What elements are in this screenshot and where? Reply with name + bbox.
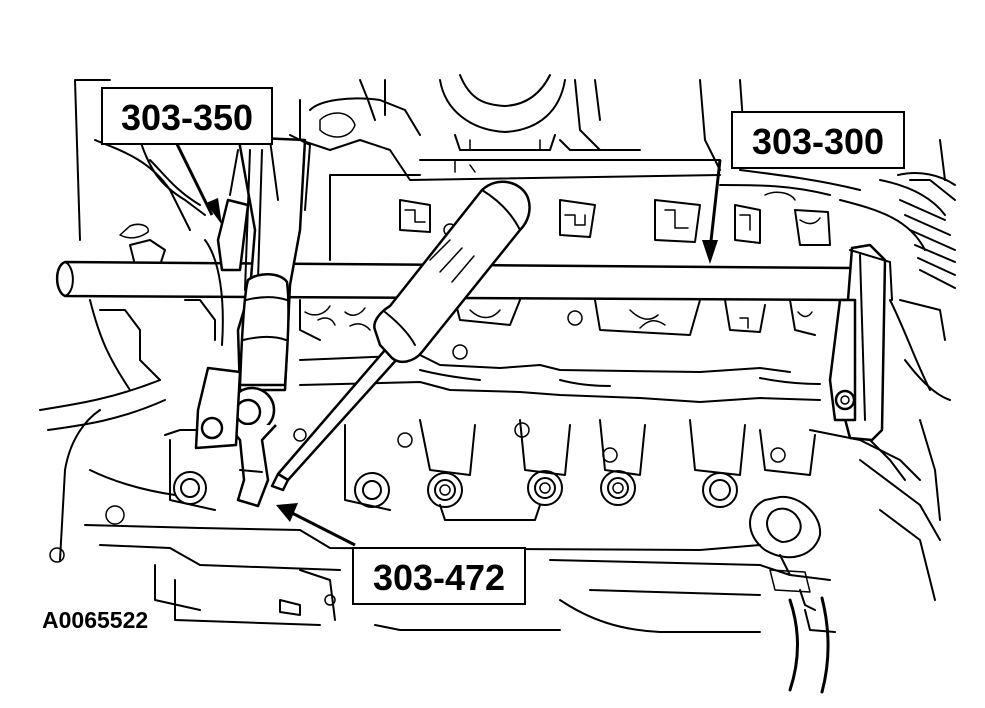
sprocket-holding-tool <box>194 133 311 508</box>
label-303-472-text: 303-472 <box>373 557 505 598</box>
spark-plug-bore-1 <box>173 471 207 505</box>
engine-cylinder-head-linework <box>39 74 956 694</box>
label-303-350-text: 303-350 <box>121 97 253 138</box>
figure-reference-code: A0065522 <box>42 607 148 633</box>
label-303-300-text: 303-300 <box>752 121 884 162</box>
label-303-300: 303-300 <box>731 111 905 169</box>
screwdriver <box>270 180 531 492</box>
label-303-350: 303-350 <box>101 87 273 145</box>
spark-plug-bore-5 <box>600 470 636 506</box>
callout-arrows <box>173 139 722 547</box>
bar-end-bracket <box>828 243 893 442</box>
spark-plug-bore-4 <box>527 470 563 506</box>
spark-plug-bore-2 <box>354 472 390 508</box>
label-303-472: 303-472 <box>352 547 526 605</box>
spark-plug-bore-3 <box>427 472 463 508</box>
spark-plug-bore-6 <box>702 472 738 508</box>
